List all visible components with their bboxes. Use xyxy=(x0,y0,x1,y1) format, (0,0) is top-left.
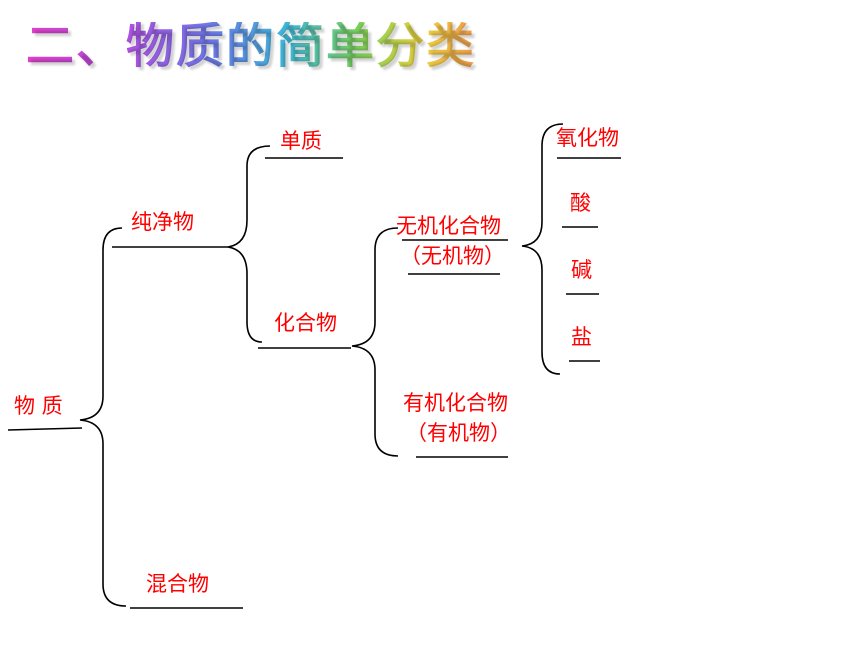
node-substance: 物 质 xyxy=(14,394,63,418)
inorganic-brace xyxy=(521,123,564,375)
node-compound: 化合物 xyxy=(274,311,337,335)
compound-brace xyxy=(351,227,399,457)
root-underline xyxy=(7,427,83,431)
node-element: 单质 xyxy=(280,129,322,153)
node-acid: 酸 xyxy=(570,191,591,215)
node-pure-substance: 纯净物 xyxy=(131,210,194,234)
node-inorganic-alias: （无机物） xyxy=(400,244,505,268)
node-mixture: 混合物 xyxy=(146,572,209,596)
page-title: 二、物质的简单分类 xyxy=(26,18,477,74)
pure-brace xyxy=(227,145,271,343)
node-inorganic-compound: 无机化合物 xyxy=(396,214,501,238)
node-base: 碱 xyxy=(571,258,592,282)
node-oxide: 氧化物 xyxy=(556,126,619,150)
node-organic-compound: 有机化合物 xyxy=(403,391,508,415)
node-salt: 盐 xyxy=(571,325,592,349)
node-organic-alias: （有机物） xyxy=(406,421,511,445)
root-brace xyxy=(79,227,127,607)
